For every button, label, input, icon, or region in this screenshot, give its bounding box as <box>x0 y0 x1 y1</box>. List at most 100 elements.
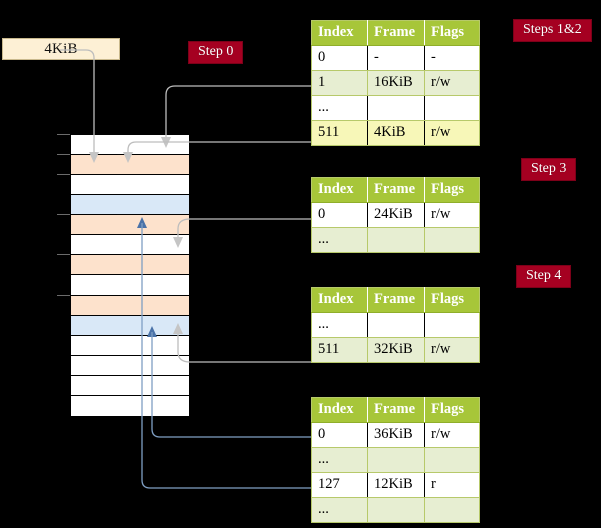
cell-index: ... <box>311 95 368 121</box>
cell-frame: - <box>367 45 425 71</box>
column-header-flags: Flags <box>424 287 480 313</box>
cell-index: 511 <box>311 120 368 146</box>
cell-flags: r/w <box>424 120 480 146</box>
table-row: ... <box>311 95 480 121</box>
cell-frame: 32KiB <box>367 337 425 363</box>
memory-frame-row <box>71 335 189 356</box>
column-header-flags: Flags <box>424 20 480 46</box>
cell-frame <box>367 95 425 121</box>
column-header-index: Index <box>311 177 368 203</box>
memory-frame-row <box>57 254 189 276</box>
cell-flags <box>424 497 480 523</box>
memory-frame-row <box>71 395 189 416</box>
frame-boundary-tick <box>57 134 70 135</box>
cell-index: ... <box>311 312 368 338</box>
memory-frame-row <box>57 174 189 196</box>
frame-boundary-tick <box>57 254 70 256</box>
column-header-frame: Frame <box>367 20 425 46</box>
cell-flags <box>424 227 480 253</box>
table-row: ... <box>311 312 480 338</box>
cell-flags: r <box>424 472 480 498</box>
badge-step-0: Step 0 <box>188 41 244 64</box>
table-row: ... <box>311 497 480 523</box>
cell-frame <box>367 312 425 338</box>
memory-frame-row <box>71 275 189 296</box>
cell-flags: - <box>424 45 480 71</box>
badge-step-3: Step 3 <box>521 158 577 181</box>
frame-boundary-tick <box>57 174 70 176</box>
cell-index: 0 <box>311 45 368 71</box>
column-header-frame: Frame <box>367 177 425 203</box>
memory-frame-row <box>57 134 189 156</box>
cell-frame <box>367 227 425 253</box>
source-frame-box: 4KiB <box>2 38 120 60</box>
cell-flags: r/w <box>424 70 480 96</box>
cell-index: 127 <box>311 472 368 498</box>
badge-step-4-label: Step 4 <box>526 268 562 283</box>
badge-step-3-label: Step 3 <box>531 161 567 176</box>
badge-steps-1-and-2-label: Steps 1&2 <box>523 22 582 37</box>
column-header-flags: Flags <box>424 177 480 203</box>
cell-frame: 24KiB <box>367 202 425 228</box>
cell-frame <box>367 447 425 473</box>
cell-flags: r/w <box>424 337 480 363</box>
cell-frame: 12KiB <box>367 472 425 498</box>
memory-frame-row <box>57 154 189 176</box>
column-header-frame: Frame <box>367 397 425 423</box>
table-header-row: Index Frame Flags <box>311 20 480 46</box>
column-header-index: Index <box>311 20 368 46</box>
badge-steps-1-and-2: Steps 1&2 <box>513 19 592 42</box>
cell-frame: 36KiB <box>367 422 425 448</box>
cell-flags: r/w <box>424 422 480 448</box>
badge-step-0-label: Step 0 <box>198 44 234 59</box>
cell-frame: 16KiB <box>367 70 425 96</box>
memory-frame-row <box>71 315 189 336</box>
cell-index: 1 <box>311 70 368 96</box>
frame-boundary-tick <box>57 214 70 216</box>
column-header-flags: Flags <box>424 397 480 423</box>
column-header-index: Index <box>311 397 368 423</box>
column-header-index: Index <box>311 287 368 313</box>
cell-index: ... <box>311 497 368 523</box>
table-header-row: Index Frame Flags <box>311 287 480 313</box>
cell-index: 511 <box>311 337 368 363</box>
memory-frame-row <box>71 375 189 396</box>
source-frame-label: 4KiB <box>44 40 78 57</box>
table-header-row: Index Frame Flags <box>311 397 480 423</box>
cell-index: ... <box>311 447 368 473</box>
badge-step-4: Step 4 <box>516 265 572 288</box>
table-row: ... <box>311 227 480 253</box>
cell-flags <box>424 447 480 473</box>
frame-boundary-tick <box>57 154 70 156</box>
cell-frame: 4KiB <box>367 120 425 146</box>
column-header-frame: Frame <box>367 287 425 313</box>
cell-index: ... <box>311 227 368 253</box>
physical-memory-column <box>57 134 190 416</box>
cell-index: 0 <box>311 422 368 448</box>
table-row: ... <box>311 447 480 473</box>
cell-flags: r/w <box>424 202 480 228</box>
memory-frame-row <box>71 195 189 216</box>
memory-frame-row <box>71 355 189 376</box>
cell-frame <box>367 497 425 523</box>
table-header-row: Index Frame Flags <box>311 177 480 203</box>
memory-frame-row <box>57 294 189 316</box>
memory-frame-row <box>71 235 189 256</box>
cell-flags <box>424 95 480 121</box>
memory-frame-row <box>57 214 189 236</box>
cell-index: 0 <box>311 202 368 228</box>
